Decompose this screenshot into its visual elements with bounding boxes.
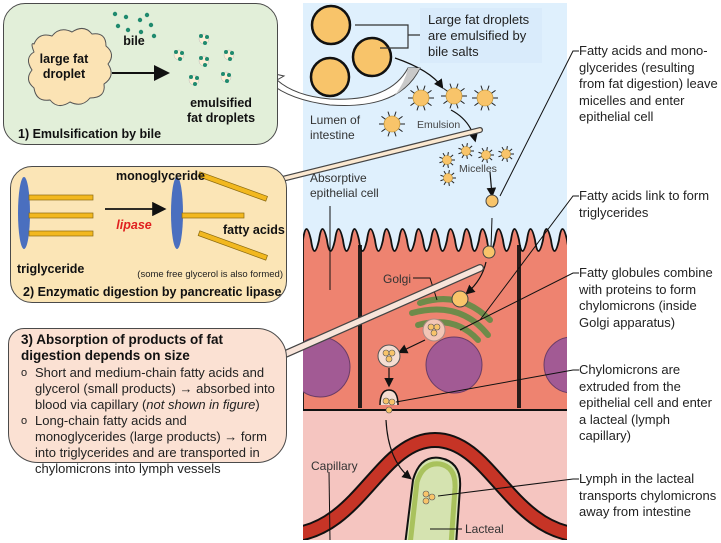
emulsified-droplets <box>173 33 235 86</box>
bile-dot <box>123 14 129 20</box>
free-fatty-acid <box>197 171 268 202</box>
golgi-label: Golgi <box>383 272 411 286</box>
list-item: Long-chain fatty acids and monoglyceride… <box>19 413 281 477</box>
bile-salts <box>112 11 157 39</box>
bile-dot <box>125 27 131 33</box>
bile-dot <box>148 22 154 28</box>
glycerol-backbone <box>18 177 30 249</box>
fatty-acid-chain <box>28 230 94 237</box>
micelles-label: Micelles <box>459 163 497 175</box>
svg-text:are emulsified by: are emulsified by <box>428 28 527 43</box>
fatty-acid-chain <box>181 212 245 219</box>
label-enter-lacteal: Chylomicrons are extruded from the epith… <box>579 362 712 443</box>
label-form-chylomicrons: Fatty globules combine with proteins to … <box>579 265 713 330</box>
nucleus <box>543 336 567 394</box>
leader-line <box>328 471 331 540</box>
bile-dot <box>115 23 121 29</box>
emulsification-title: 1) Emulsification by bile <box>18 127 161 141</box>
fatty-acid-chain <box>28 212 94 219</box>
emulsion-droplets <box>379 83 498 137</box>
glycerol-note: (some free glycerol is also formed) <box>137 269 283 280</box>
capillary-label: Capillary <box>311 459 358 473</box>
large-fat-droplet <box>310 4 352 46</box>
svg-text:droplet: droplet <box>43 67 86 81</box>
droplet <box>501 149 511 159</box>
large-fat-droplet <box>309 56 351 98</box>
droplet <box>412 89 430 107</box>
leader-line <box>413 277 438 301</box>
label-form-triglycerides: Fatty acids link to form triglycerides <box>579 188 710 220</box>
svg-text:large fat: large fat <box>40 52 89 66</box>
bile-dot <box>144 12 150 18</box>
svg-text:fat droplets: fat droplets <box>187 111 255 125</box>
fatty-acids-label: fatty acids <box>223 223 285 237</box>
absorption-title: 3) Absorption of products of fat digesti… <box>21 332 223 363</box>
fatty-acid-chain <box>28 194 94 201</box>
callout-bracket <box>355 24 420 49</box>
cell-border <box>358 245 362 408</box>
large-fat-droplet <box>351 36 393 78</box>
label-enter-epithelial-cell: Fatty acids and mono-glycerides (resulti… <box>579 43 718 124</box>
free-fatty-acid <box>197 230 268 261</box>
bile-dot <box>137 17 143 23</box>
label-lymph-transport: Lymph in the lacteal transports chylomic… <box>579 471 717 519</box>
lumen-label: Lumen of <box>310 113 361 127</box>
chylomicron <box>422 490 430 498</box>
bile-dot <box>151 33 157 39</box>
svg-text:intestine: intestine <box>310 128 355 142</box>
fat-droplet <box>485 194 499 208</box>
droplet <box>481 150 491 160</box>
bile-label: bile <box>123 34 145 48</box>
bile-dot <box>112 11 118 17</box>
emulsion-label: Emulsion <box>417 119 460 131</box>
lipase-digestion-panel: monoglyceride lipase fatty acids triglyc… <box>10 166 287 303</box>
emulsification-panel: large fat droplet bile emulsified fat dr… <box>3 3 278 145</box>
svg-text:epithelial cell: epithelial cell <box>310 186 379 200</box>
fat-droplet <box>482 245 496 259</box>
bile-dot <box>138 29 144 35</box>
absorption-panel: 3) Absorption of products of fat digesti… <box>8 328 287 476</box>
droplet <box>445 87 463 105</box>
cell-border <box>517 245 521 408</box>
right-leader-lines <box>395 50 579 497</box>
emulsified-label: emulsified <box>190 96 252 110</box>
large-fat-droplet-cloud <box>28 28 112 106</box>
droplet <box>443 173 453 183</box>
nucleus <box>425 336 483 394</box>
lipase-label: lipase <box>116 218 151 232</box>
triglyceride-label: triglyceride <box>17 262 84 276</box>
droplet <box>442 155 452 165</box>
list-item: Short and medium-chain fatty acids and g… <box>19 365 281 413</box>
triglyceride-globule <box>451 290 469 308</box>
lacteal-label: Lacteal <box>465 522 504 536</box>
callout-text: Large fat droplets <box>428 12 530 27</box>
absorption-list: Short and medium-chain fatty acids and g… <box>19 365 281 477</box>
droplet <box>383 115 401 133</box>
absorptive-cell-label: Absorptive <box>310 171 367 185</box>
monoglyceride-label: monoglyceride <box>116 169 205 183</box>
callout-background <box>420 8 542 63</box>
svg-text:bile salts: bile salts <box>428 44 479 59</box>
monoglyceride-backbone <box>171 177 183 249</box>
lipase-digestion-title: 2) Enzymatic digestion by pancreatic lip… <box>23 285 281 299</box>
central-panel: Large fat droplets are emulsified by bil… <box>303 3 567 540</box>
droplet <box>461 146 471 156</box>
droplet <box>476 89 494 107</box>
micelles <box>439 143 514 186</box>
